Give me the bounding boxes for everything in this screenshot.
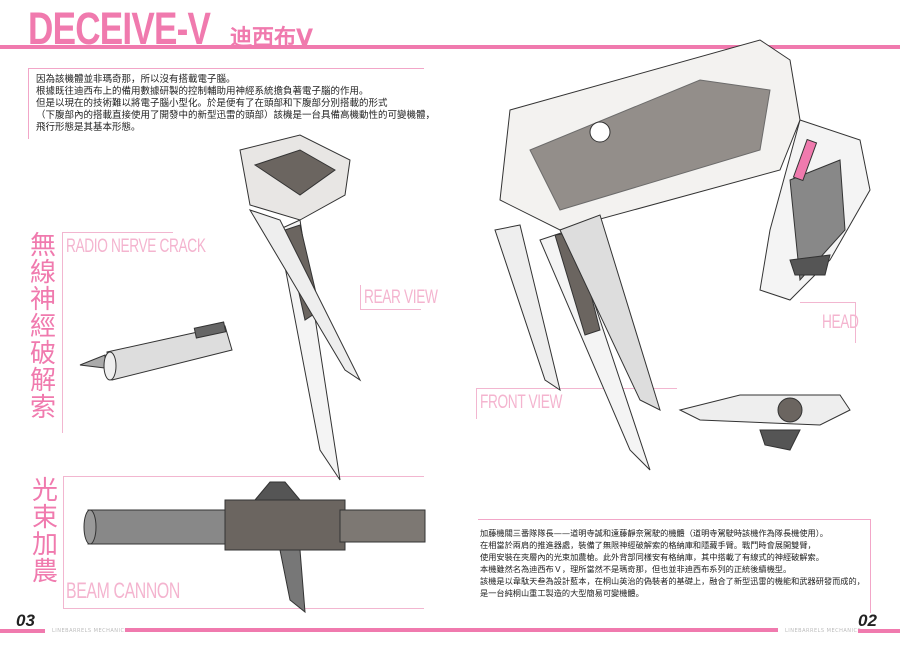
footer-series-left: LINEBARRELS MECHANICS — [52, 628, 129, 634]
head-frame — [800, 302, 856, 343]
radio-nerve-crack-caption: RADIO NERVE CRACK — [66, 236, 206, 257]
rear-view-frame — [360, 285, 421, 310]
footer-bar-right-b — [858, 629, 900, 633]
description-text: 加藤機關三番隊隊長——道明寺誠和遠藤靜奈駕駛的機體（道明寺駕駛時該機作為隊長機使… — [480, 528, 865, 598]
beam-cannon-label-zh: 光束加農 — [32, 476, 59, 587]
description-frame — [478, 519, 871, 613]
beam-cannon-drawing — [83, 481, 426, 614]
head-caption: HEAD — [822, 312, 859, 333]
front-view-frame — [476, 388, 677, 419]
intro-text: 因為該機體並非瑪奇那，所以沒有搭載電子腦。 根據既往迪西布上的備用數據研製的控制… — [36, 74, 436, 133]
intro-frame — [28, 68, 424, 139]
beam-cannon-caption: BEAM CANNON — [66, 578, 180, 603]
rear-view-caption: REAR VIEW — [364, 287, 438, 308]
title-rule — [0, 45, 900, 49]
footer-bar-left-a — [0, 629, 45, 633]
footer-bar-right-a — [470, 628, 778, 632]
beam-cannon-frame — [63, 476, 424, 609]
head-drawing — [678, 394, 851, 451]
radio-nerve-crack-label-zh: 無線神經破解索 — [30, 231, 57, 423]
side-view-drawing — [759, 119, 871, 301]
radio-nerve-crack-frame — [62, 232, 173, 433]
page-number-left: 03 — [16, 611, 35, 630]
rear-view-drawing — [239, 134, 362, 481]
footer-bar-left-b — [125, 628, 470, 632]
radio-nerve-crack-drawing — [79, 321, 233, 381]
front-view-drawing — [494, 39, 801, 471]
footer-series-right: LINEBARRELS MECHANICS — [785, 628, 862, 634]
front-view-caption: FRONT VIEW — [480, 392, 563, 413]
mecha-illustrations — [79, 39, 871, 481]
page-number-right: 02 — [858, 611, 877, 630]
